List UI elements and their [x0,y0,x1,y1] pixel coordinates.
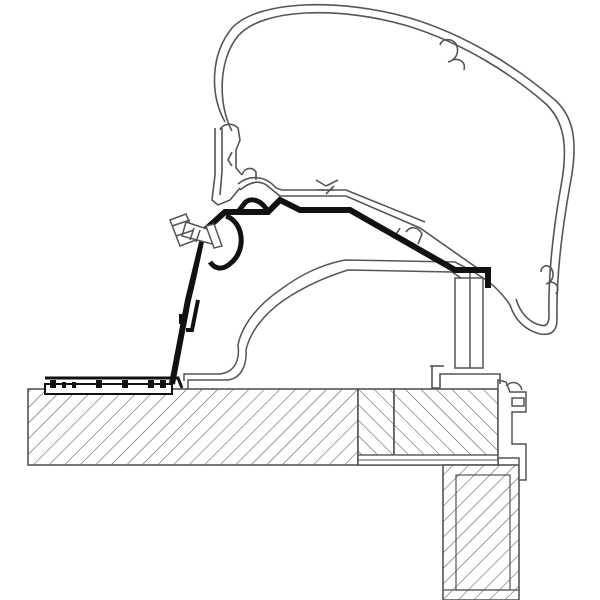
awning-case-profile [211,3,575,336]
mounting-post [454,277,484,369]
roof-panel [27,388,499,466]
mounting-bolt [169,213,223,249]
wall-rail [497,379,527,481]
wall-panel [442,464,520,600]
roof-adapter-bracket [44,196,501,395]
adapter-inner-outline [183,259,473,389]
